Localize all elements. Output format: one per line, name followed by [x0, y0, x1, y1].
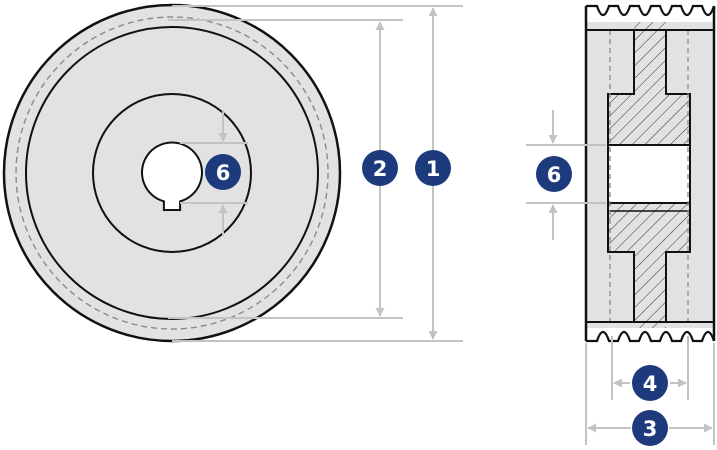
badge-pitch-diameter-label: 2 [373, 157, 388, 181]
badge-bore-front-label: 6 [216, 161, 231, 185]
outer-diameter-dimension: 1 [172, 5, 463, 342]
bore-dimension-front: 6 [180, 110, 248, 236]
badge-outer-diameter-label: 1 [426, 157, 441, 181]
badge-bore-front: 6 [205, 154, 241, 190]
groove-profile-bottom [586, 330, 716, 343]
groove-profile-top [586, 4, 716, 17]
badge-bore-side: 6 [536, 156, 572, 192]
keyed-bore [141, 141, 203, 211]
side-view: 6 4 3 [526, 4, 716, 446]
hub-web-outline [607, 30, 691, 322]
groove-width-dimension: 4 [611, 336, 689, 401]
pitch-circle [15, 16, 329, 330]
hub-circle [92, 93, 252, 253]
badge-pitch-diameter: 2 [362, 150, 398, 186]
overall-width-dimension: 3 [585, 343, 715, 446]
pitch-diameter-dimension: 2 [168, 19, 403, 319]
badge-groove-width-label: 4 [643, 372, 658, 396]
badge-outer-diameter: 1 [415, 150, 451, 186]
bore-dimension-side: 6 [526, 110, 606, 240]
badge-overall-width: 3 [632, 410, 668, 446]
badge-bore-side-label: 6 [547, 163, 562, 187]
badge-groove-width: 4 [632, 365, 668, 401]
badge-overall-width-label: 3 [643, 417, 658, 441]
bore-opening [608, 145, 690, 203]
front-view: 6 2 1 [2, 3, 463, 343]
